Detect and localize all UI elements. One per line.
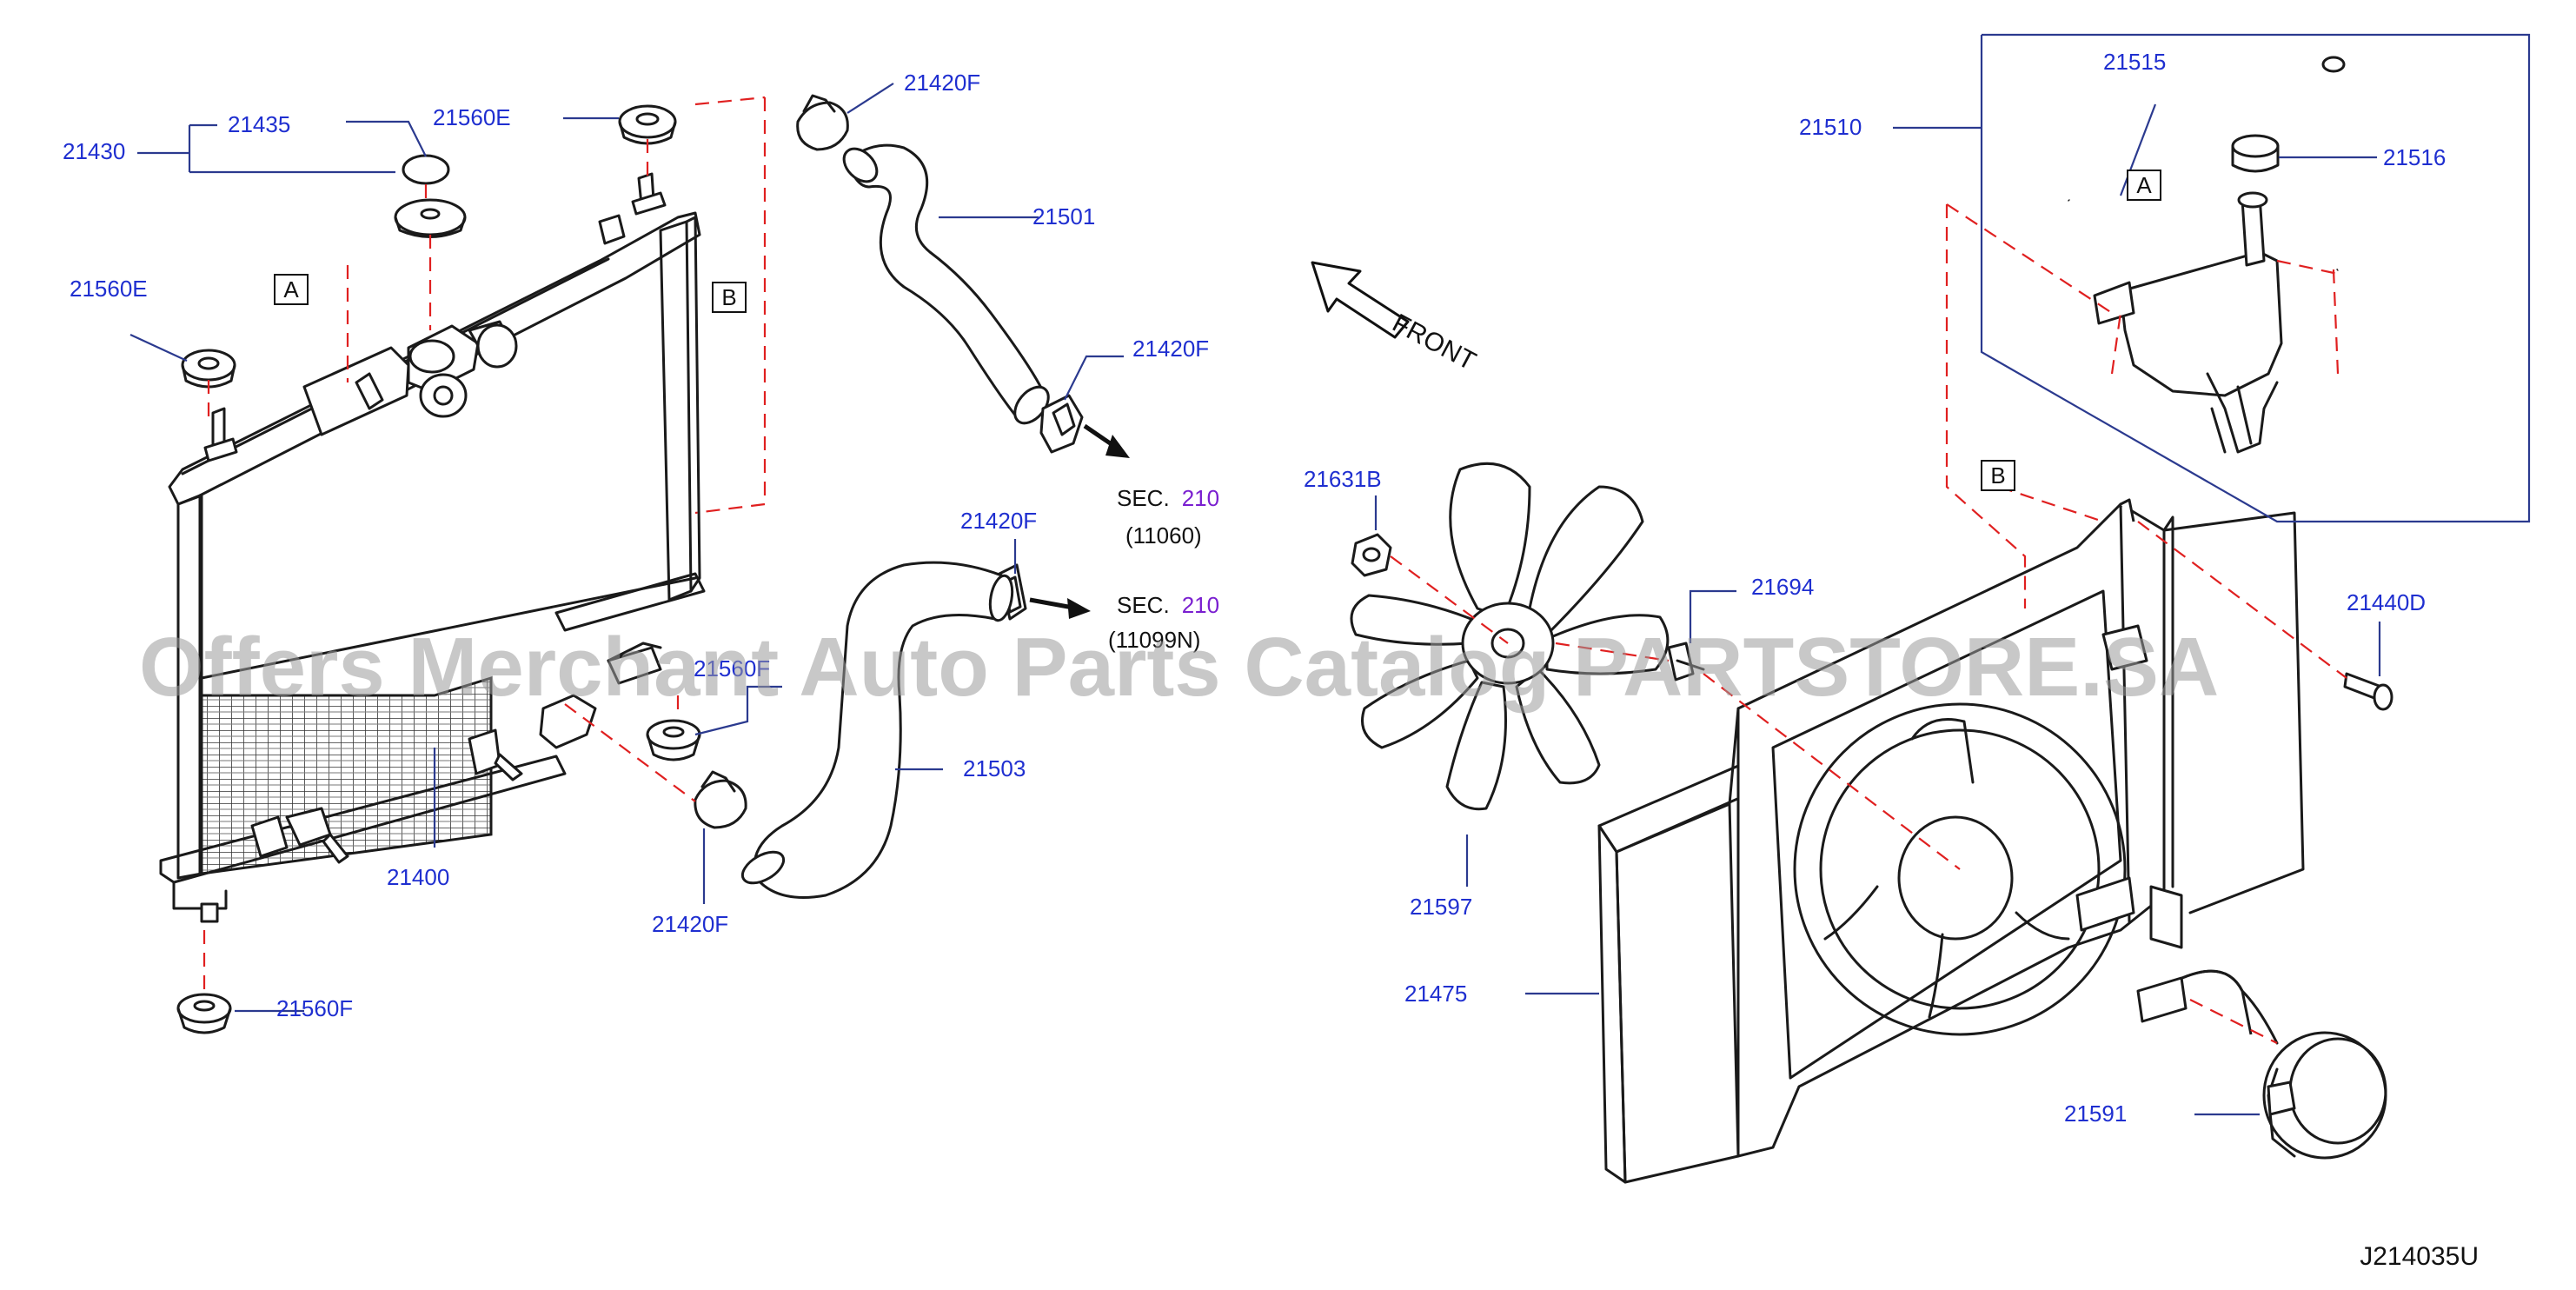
assembly-guide-lines [202, 96, 2347, 1044]
arrow-to-sec-210-upper [1083, 423, 1130, 458]
part-number-21560f-bottom[interactable]: 21560F [276, 995, 353, 1021]
grommet-21560f-bottom[interactable] [176, 993, 232, 1034]
part-number-21503[interactable]: 21503 [963, 755, 1026, 781]
section-number: 210 [1182, 485, 1219, 511]
front-direction-indicator: FRONT [1311, 261, 1481, 376]
overflow-hose-21515[interactable] [2055, 56, 2354, 272]
part-number-21420f-lower[interactable]: 21420F [960, 508, 1037, 534]
reservoir-tank-21510[interactable] [2093, 191, 2283, 454]
svg-text:B: B [1990, 462, 2005, 489]
part-number-21560e-top[interactable]: 21560E [433, 104, 511, 130]
part-number-21435[interactable]: 21435 [228, 111, 290, 137]
part-number-labels: 21430 21435 21560E 21560E 21560F 21400 2… [63, 49, 2446, 1127]
hose-clamp-21420f-mid[interactable] [1039, 394, 1084, 454]
front-label: FRONT [1388, 309, 1481, 376]
fan-shroud-21475[interactable] [1597, 498, 2305, 1184]
ref-box-a-right: A [2127, 170, 2161, 201]
part-number-21501[interactable]: 21501 [1032, 203, 1095, 229]
arrow-to-sec-210-lower [1029, 597, 1091, 619]
part-number-21420f-mid[interactable]: 21420F [1132, 336, 1209, 362]
section-number: 210 [1182, 592, 1219, 618]
section-prefix: SEC. [1117, 485, 1170, 511]
ref-box-a-left: A [274, 274, 309, 305]
part-number-21515[interactable]: 21515 [2103, 49, 2166, 75]
svg-text:SEC.210: SEC. 210 [1117, 485, 1219, 511]
diagram-code: J214035U [2360, 1242, 2479, 1271]
section-prefix: SEC. [1117, 592, 1170, 618]
section-code: (11060) [1125, 522, 1202, 549]
radiator-cap-21430[interactable] [394, 198, 467, 238]
part-number-21560f-right[interactable]: 21560F [694, 655, 770, 682]
section-ref-upper[interactable]: SEC. 210 (11060) [1117, 485, 1219, 549]
svg-text:B: B [721, 284, 736, 310]
section-code: (11099N) [1108, 627, 1200, 653]
watermark: Offers Merchant Auto Parts Catalog PARTS… [139, 621, 2219, 714]
cap-seal-21435[interactable] [402, 154, 450, 185]
fan-motor-21591[interactable] [2136, 969, 2387, 1160]
ref-box-b-right: B [1981, 460, 2015, 491]
svg-text:A: A [2136, 172, 2152, 198]
grommet-21560f-right[interactable] [646, 719, 701, 761]
svg-text:A: A [283, 276, 299, 303]
grommet-21560e-top[interactable] [618, 104, 677, 145]
part-number-21516[interactable]: 21516 [2383, 144, 2446, 170]
bolt-21694[interactable] [1667, 642, 1705, 682]
part-number-21591[interactable]: 21591 [2064, 1100, 2127, 1127]
part-number-21420f-top[interactable]: 21420F [904, 70, 980, 96]
fan-blade-21597[interactable] [1350, 462, 1670, 811]
part-number-21694[interactable]: 21694 [1751, 574, 1814, 600]
screw-21440d[interactable] [2343, 672, 2393, 711]
part-number-21475[interactable]: 21475 [1404, 981, 1467, 1007]
part-number-21631b[interactable]: 21631B [1304, 466, 1382, 492]
nut-21631b[interactable] [1351, 533, 1392, 577]
part-number-21420f-bottom[interactable]: 21420F [652, 911, 728, 937]
hose-clamp-21420f-top[interactable] [796, 94, 849, 151]
leader-lines [129, 33, 2531, 1116]
part-number-21510[interactable]: 21510 [1799, 114, 1862, 140]
part-number-21400[interactable]: 21400 [387, 864, 449, 890]
ref-box-b-left: B [712, 282, 747, 313]
upper-hose-21501[interactable] [838, 143, 1055, 429]
section-ref-lower[interactable]: SEC. 210 (11099N) [1108, 592, 1219, 653]
radiator-21400[interactable] [159, 172, 706, 923]
part-number-21430[interactable]: 21430 [63, 138, 125, 164]
part-number-21440d[interactable]: 21440D [2347, 589, 2426, 615]
part-number-21597[interactable]: 21597 [1410, 894, 1472, 920]
part-number-21560e-left[interactable]: 21560E [70, 276, 148, 302]
lower-hose-21503[interactable] [737, 561, 1015, 899]
svg-text:SEC.210: SEC. 210 [1117, 592, 1219, 618]
hose-clamp-21420f-bottom[interactable] [694, 770, 747, 829]
reservoir-cap-21516[interactable] [2231, 134, 2280, 173]
